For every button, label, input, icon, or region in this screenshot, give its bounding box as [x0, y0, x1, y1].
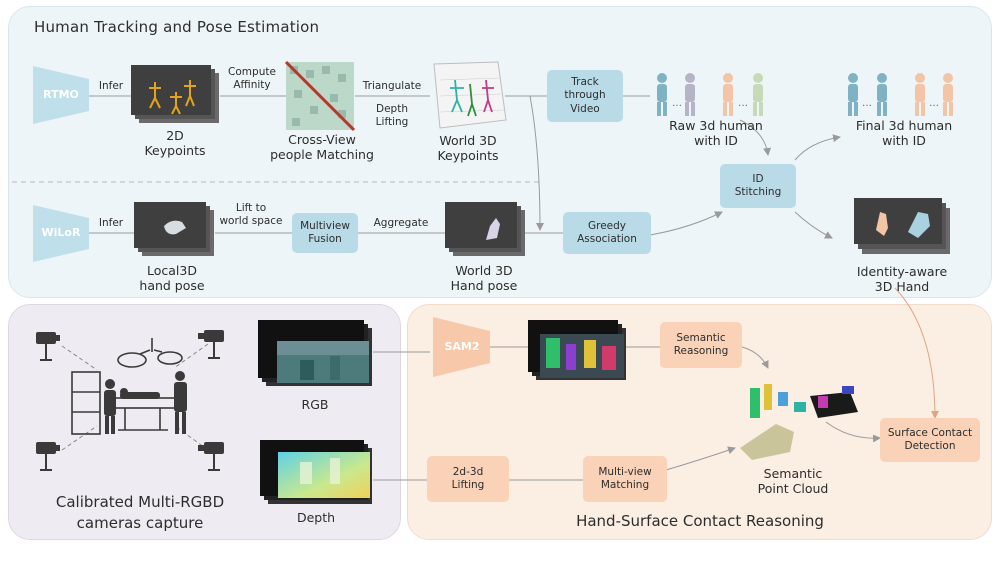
svg-text:…: … [672, 98, 682, 109]
tracking-section-title: Human Tracking and Pose Estimation [34, 18, 320, 36]
track-video-box: Track through Video [547, 70, 623, 122]
keypoints-2d-stack [131, 65, 219, 123]
world-hand-stack [445, 202, 525, 256]
surface-contact-box: Surface Contact Detection [880, 418, 980, 462]
camera-icon [36, 332, 60, 361]
edge-infer-bottom: Infer [98, 217, 124, 229]
wire-identity-contact [894, 287, 939, 419]
identity-hand-stack [854, 198, 950, 254]
wire-stitch-identity [794, 211, 833, 239]
edge-lift-world: Lift to world space [219, 202, 283, 227]
semantic-reasoning-box: Semantic Reasoning [660, 322, 742, 368]
sam2-label: SAM2 [444, 340, 480, 353]
cross-view-matrix [284, 60, 356, 132]
svg-text:…: … [738, 98, 748, 109]
segmentation-stack [528, 320, 626, 380]
wire-greedy-stitch [649, 211, 723, 236]
label-cross-view: Cross-View people Matching [270, 132, 374, 163]
capture-section-title: Calibrated Multi-RGBD cameras capture [55, 493, 225, 532]
wire-cloud-contact [825, 421, 881, 443]
lifting-2d3d-box: 2d-3d Lifting [427, 456, 509, 502]
operating-room-illustration [71, 338, 183, 435]
label-identity-hand: Identity-aware 3D Hand [856, 264, 948, 295]
svg-text:…: … [929, 98, 939, 109]
label-depth: Depth [296, 510, 336, 525]
rgb-stack [258, 320, 372, 386]
wire-stitch-final [794, 134, 841, 161]
svg-text:…: … [862, 98, 872, 109]
label-final-human: Final 3d human with ID [855, 118, 953, 149]
edge-depth-lifting: Depth Lifting [375, 103, 409, 128]
rtmo-label: RTMO [43, 88, 79, 101]
label-2d-keypoints: 2D Keypoints [144, 128, 206, 159]
raw-3d-humans: … … [657, 73, 763, 116]
local-hand-stack [134, 202, 214, 256]
wire-matching-cloud [665, 446, 736, 471]
label-rgb: RGB [301, 397, 329, 412]
world-3d-keypoints-plot [433, 61, 507, 129]
label-local-hand: Local3D hand pose [139, 263, 205, 294]
greedy-association-box: Greedy Association [563, 212, 651, 254]
multiview-fusion-box: Multiview Fusion [292, 213, 358, 253]
multiview-matching-box: Multi-view Matching [583, 456, 667, 502]
id-stitching-box: ID Stitching [720, 164, 796, 208]
label-semantic-cloud: Semantic Point Cloud [757, 466, 829, 497]
label-world-hand: World 3D Hand pose [450, 263, 518, 294]
camera-icon [36, 442, 60, 471]
edge-compute-affinity: Compute Affinity [228, 66, 276, 91]
label-world-3d-keypoints: World 3D Keypoints [437, 133, 499, 164]
edge-infer-top: Infer [98, 80, 124, 92]
wire-raw-stitch [739, 119, 772, 156]
wire-world-greedy [529, 95, 544, 231]
edge-aggregate: Aggregate [373, 217, 429, 229]
edge-triangulate: Triangulate [362, 80, 422, 92]
contact-section-title: Hand-Surface Contact Reasoning [576, 512, 824, 530]
wilor-label: WiLoR [41, 226, 81, 239]
wilor-model-shape [33, 205, 89, 262]
sam2-model-shape [433, 317, 490, 377]
final-3d-humans: … … [848, 73, 953, 116]
label-raw-human: Raw 3d human with ID [669, 118, 763, 149]
wire-semantic-cloud [741, 346, 769, 369]
camera-icon [198, 330, 224, 359]
camera-icon [198, 442, 224, 471]
semantic-point-cloud [740, 384, 858, 460]
camera-icons [36, 330, 224, 471]
depth-stack [260, 440, 372, 504]
rtmo-model-shape [33, 66, 89, 124]
